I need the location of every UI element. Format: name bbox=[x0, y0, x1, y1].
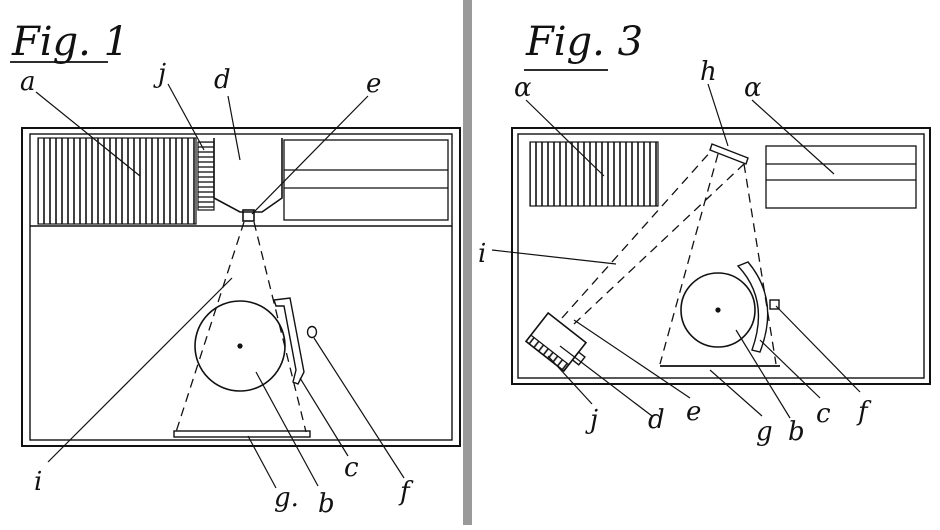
figure-1-title: Fig. 1 bbox=[11, 19, 129, 65]
label-j: j bbox=[153, 59, 166, 89]
beam-3-mirror-left bbox=[659, 153, 719, 365]
leader-d-3 bbox=[559, 345, 653, 417]
leader-g-3 bbox=[709, 369, 763, 417]
plate-g bbox=[173, 430, 311, 438]
beam-3-mirror-right bbox=[743, 163, 777, 365]
leader-f-3 bbox=[775, 305, 861, 393]
label-b-3: b bbox=[788, 417, 805, 447]
source-e-3 bbox=[571, 351, 586, 366]
leader-h bbox=[707, 83, 729, 147]
source-housing-hatch bbox=[525, 334, 570, 372]
label-c-3: c bbox=[816, 399, 831, 429]
label-d-3: d bbox=[648, 405, 665, 435]
label-g: g. bbox=[274, 483, 299, 513]
label-i-3: i bbox=[478, 239, 486, 269]
leader-e-3 bbox=[573, 319, 691, 399]
leader-e bbox=[251, 95, 369, 215]
label-d: d bbox=[214, 65, 231, 95]
label-a: a bbox=[20, 67, 36, 97]
label-f-3: f bbox=[856, 397, 872, 427]
mirror-h bbox=[709, 143, 749, 165]
leader-alpha-right bbox=[751, 99, 835, 175]
label-e: e bbox=[366, 69, 381, 99]
beam-3-source-left bbox=[561, 149, 713, 319]
source-e bbox=[242, 209, 255, 222]
beam-left-edge bbox=[175, 221, 245, 433]
right-panel bbox=[283, 139, 449, 221]
beam-3-source-right bbox=[573, 163, 745, 325]
leader-j bbox=[167, 83, 205, 151]
housing-inner-frame-3 bbox=[517, 133, 925, 379]
object-b-center bbox=[237, 343, 243, 349]
object-b bbox=[194, 300, 286, 392]
object-b-3-center bbox=[715, 307, 721, 313]
label-e-3: e bbox=[686, 397, 701, 427]
label-h: h bbox=[700, 57, 717, 87]
hatched-strip-j bbox=[197, 141, 215, 211]
detector-f bbox=[306, 325, 318, 339]
leader-c-3 bbox=[759, 339, 821, 399]
holder-c bbox=[273, 297, 305, 385]
leader-c bbox=[299, 377, 349, 457]
label-i: i bbox=[34, 467, 42, 497]
leader-f bbox=[313, 337, 405, 479]
label-b: b bbox=[318, 489, 335, 519]
detector-f-3 bbox=[769, 299, 780, 310]
label-alpha-left: α bbox=[514, 73, 532, 103]
leader-b bbox=[255, 371, 319, 487]
source-housing-3 bbox=[524, 311, 588, 373]
leader-i bbox=[47, 277, 233, 463]
label-g-3: g bbox=[756, 417, 773, 447]
panel-divider bbox=[463, 0, 472, 525]
leader-g bbox=[247, 435, 277, 489]
label-j-3: j bbox=[585, 405, 598, 435]
beam-right-edge bbox=[253, 221, 307, 433]
leader-b-3 bbox=[735, 329, 791, 419]
leader-d bbox=[227, 95, 241, 161]
funnel-housing-d bbox=[213, 138, 283, 213]
housing-outer-frame-3 bbox=[511, 127, 931, 385]
label-f: f bbox=[398, 477, 414, 507]
housing-outer-frame bbox=[21, 127, 461, 447]
figure-3-title: Fig. 3 bbox=[525, 19, 643, 65]
leader-i-3 bbox=[491, 249, 617, 265]
object-b-3 bbox=[680, 272, 756, 348]
holder-c-3 bbox=[736, 261, 769, 353]
leader-alpha-left bbox=[525, 99, 605, 177]
hatched-block-a bbox=[37, 137, 197, 225]
label-c: c bbox=[344, 453, 359, 483]
housing-inner-frame bbox=[29, 133, 453, 441]
figure-1: Fig. 1 bbox=[10, 19, 461, 519]
figure-3: Fig. 3 bbox=[478, 19, 931, 447]
label-alpha-right: α bbox=[744, 73, 762, 103]
right-panel-3 bbox=[765, 145, 917, 209]
hatched-block-a-3 bbox=[529, 141, 659, 207]
leader-j-3 bbox=[547, 355, 593, 405]
leader-a bbox=[35, 91, 141, 177]
